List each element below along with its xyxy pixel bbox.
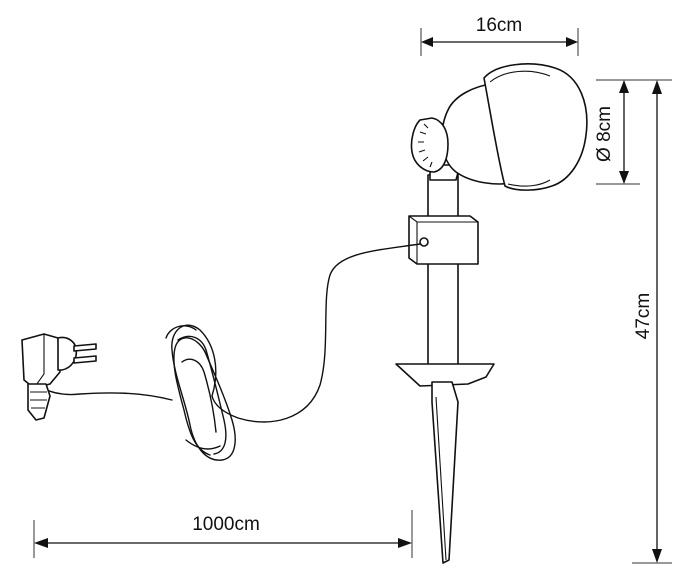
height-dimension: 47cm <box>632 79 672 564</box>
cable-length-dimension: 1000cm <box>33 510 413 558</box>
cable-length-label: 1000cm <box>192 514 260 535</box>
diameter-dimension: Ø 8cm <box>594 79 640 185</box>
width-label: 16cm <box>476 15 522 36</box>
power-plug <box>21 333 97 421</box>
diameter-label: Ø 8cm <box>594 106 615 162</box>
junction-box <box>408 215 479 265</box>
height-label: 47cm <box>633 293 654 339</box>
width-dimension: 16cm <box>420 15 579 56</box>
power-cable <box>41 243 421 461</box>
spotlight-head <box>410 63 588 191</box>
